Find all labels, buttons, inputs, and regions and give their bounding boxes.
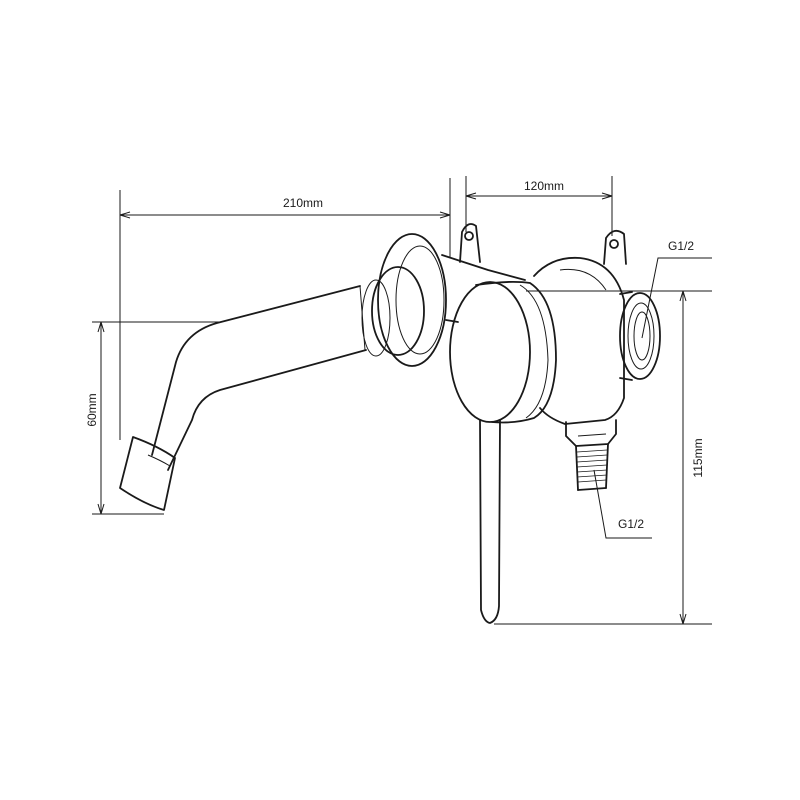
spout-tip: [119, 436, 176, 511]
spout-flange: [359, 233, 447, 367]
label-bottom-thread: G1/2: [618, 517, 644, 531]
label-120mm: 120mm: [524, 179, 564, 193]
mounting-ear-right: [603, 229, 627, 265]
valve-body: [533, 256, 661, 425]
handle-rose-front: [449, 281, 531, 423]
handle-lever: [479, 419, 501, 624]
label-115mm: 115mm: [691, 438, 705, 477]
handle: [449, 280, 557, 624]
label-210mm: 210mm: [283, 196, 323, 210]
dimension-60: 60mm: [85, 321, 222, 515]
dimension-115: 115mm: [494, 290, 712, 625]
callout-side-outlet: G1/2: [641, 239, 712, 339]
spout: [119, 285, 367, 511]
dimension-210: 210mm: [119, 178, 451, 440]
dimension-120: 120mm: [465, 176, 613, 236]
label-60mm: 60mm: [85, 393, 99, 426]
label-side-thread: G1/2: [668, 239, 694, 253]
callout-bottom-inlet: G1/2: [593, 469, 652, 539]
bottom-inlet: [565, 419, 617, 491]
mounting-ear-left: [459, 223, 481, 263]
connector: [441, 254, 526, 323]
mounting-bracket: [459, 223, 627, 265]
side-outlet: [619, 292, 661, 380]
